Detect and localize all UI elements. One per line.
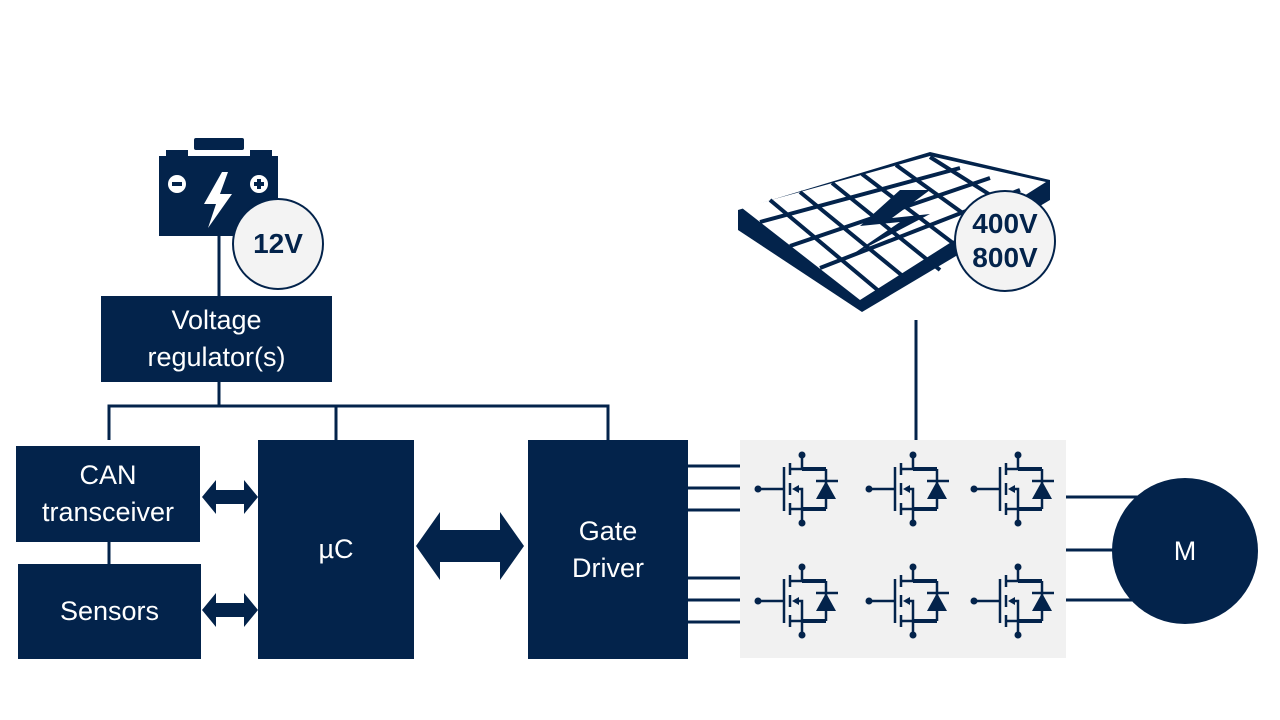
arrow-sensors-uc: [202, 593, 258, 627]
block-label: transceiver: [41, 497, 175, 527]
block-label: Voltage: [171, 305, 262, 335]
block-label: regulator(s): [147, 342, 286, 372]
block-label: µC: [318, 534, 354, 564]
battery-12v-badge: 12V: [232, 198, 324, 290]
arrow-uc-gatedriver: [416, 512, 524, 580]
mosfet-icon: [970, 451, 1054, 527]
block-label: Sensors: [59, 596, 160, 626]
voltage-400v-label: 400V: [972, 208, 1038, 239]
wire-power-bus: [107, 404, 610, 440]
mosfet-icon: [754, 563, 838, 639]
mosfet-icon: [865, 563, 949, 639]
mosfet-icon: [865, 451, 949, 527]
motor-phase-lines: [1066, 495, 1140, 602]
motor: M: [1112, 478, 1258, 624]
mosfet-icon: [754, 451, 838, 527]
sensors-block: Sensors: [18, 564, 201, 659]
voltage-regulator-block: Voltage regulator(s): [101, 296, 332, 382]
hv-battery-badge: 400V 800V: [954, 190, 1056, 292]
block-label: CAN: [79, 460, 137, 490]
microcontroller-block: µC: [258, 440, 414, 659]
block-label: Gate: [578, 515, 638, 546]
hv-badge-text: 400V 800V: [972, 207, 1037, 275]
can-transceiver-block: CAN transceiver: [16, 446, 200, 542]
mosfet-icon: [970, 563, 1054, 639]
motor-label: M: [1173, 535, 1197, 566]
voltage-800v-label: 800V: [972, 242, 1038, 273]
voltage-12v-label: 12V: [253, 228, 303, 259]
block-label: Driver: [572, 552, 644, 583]
gate-signal-lines: [688, 464, 740, 624]
arrow-can-uc: [202, 480, 258, 514]
